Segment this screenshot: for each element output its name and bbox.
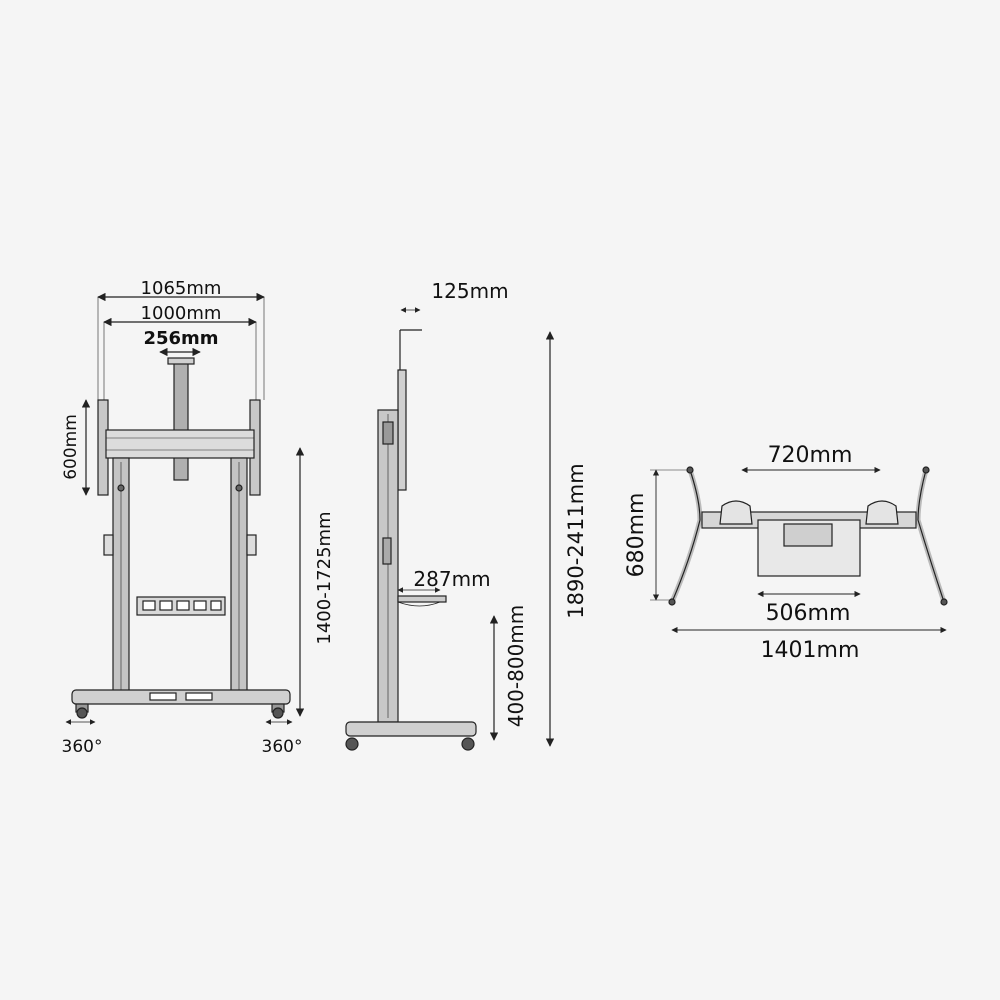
label-inner-width: 506mm [766, 601, 851, 626]
label-shelf-height-range: 400-800mm [504, 605, 528, 728]
side-shelf [397, 595, 447, 603]
label-total-height-range: 1890-2411mm [564, 463, 588, 618]
side-mount-plate [397, 369, 407, 491]
label-caster-left: 360° [62, 737, 103, 757]
label-shelf-depth: 287mm [413, 567, 490, 591]
caster-left-wheel [76, 707, 88, 719]
label-height-range: 1400-1725mm [314, 511, 335, 644]
label-base-width: 1401mm [761, 638, 860, 663]
label-caster-right: 360° [262, 737, 303, 757]
side-view [345, 307, 555, 751]
label-width-outer: 1065mm [141, 278, 222, 299]
top-column [173, 361, 189, 481]
side-base [345, 721, 477, 737]
label-column-width: 256mm [143, 328, 218, 349]
label-width-inner: 1000mm [141, 303, 222, 324]
label-bracket-height: 600mm [61, 414, 81, 480]
label-mount-spacing: 720mm [768, 443, 853, 468]
label-depth: 680mm [624, 493, 649, 578]
base-bar [71, 689, 291, 705]
top-mount-left [719, 500, 753, 525]
label-depth-top: 125mm [431, 279, 508, 303]
top-mount-right [865, 500, 899, 525]
crossbar [105, 429, 255, 459]
top-view [650, 466, 948, 634]
front-view [65, 292, 305, 725]
caster-right-wheel [272, 707, 284, 719]
